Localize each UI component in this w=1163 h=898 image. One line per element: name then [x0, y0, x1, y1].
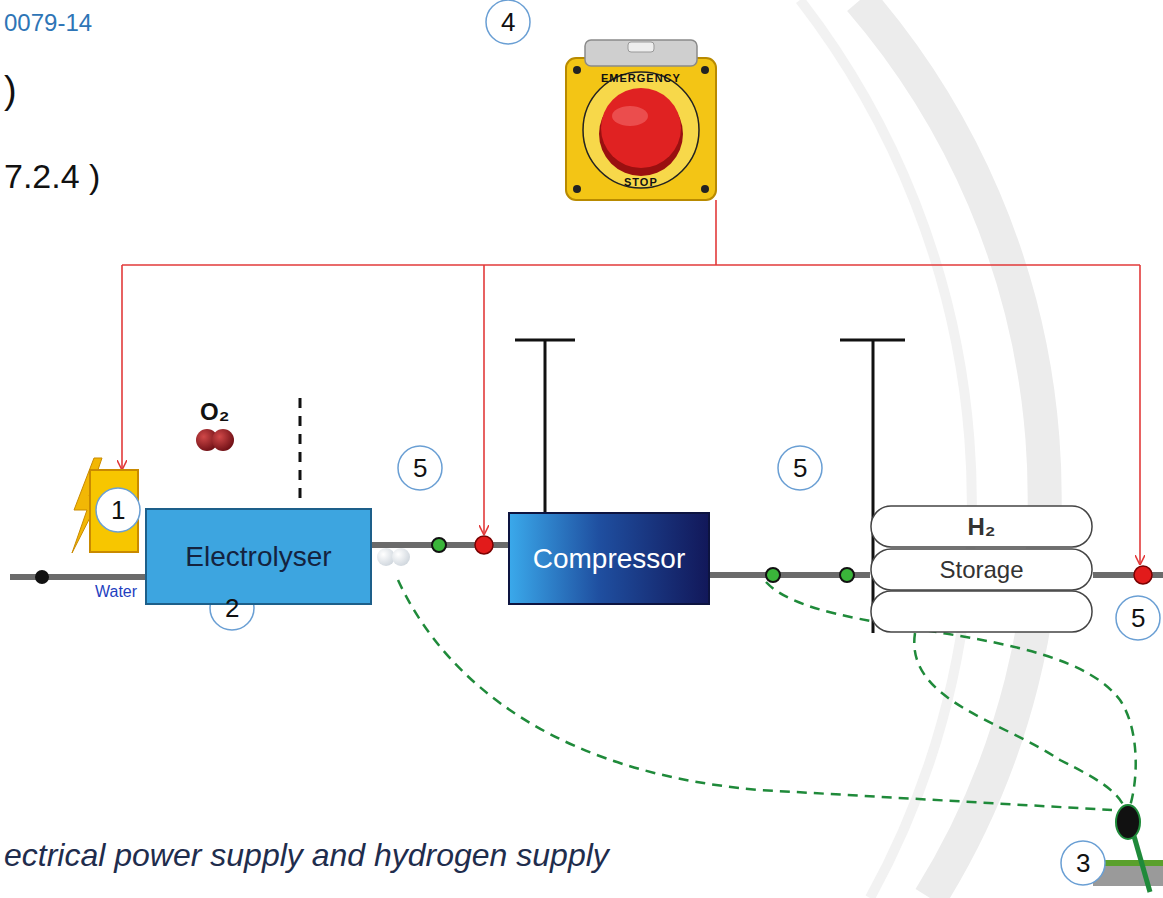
clause-reference: 7.2.4 ): [4, 158, 100, 195]
detector-post: [1134, 836, 1150, 892]
shutoff-valve: [475, 536, 493, 554]
gas-detector: [1116, 805, 1140, 839]
compressor-box: Compressor: [508, 512, 710, 605]
oxygen-label: O₂: [200, 399, 229, 425]
watermark-arc: [800, 0, 972, 898]
oxygen-vent: [299, 398, 302, 506]
box-label: Electrolyser: [185, 541, 331, 573]
open-valve: [840, 568, 854, 582]
callout-number: 2: [225, 594, 239, 623]
water-valve: [35, 570, 49, 584]
button-text: EMERGENCY: [601, 72, 681, 84]
storage-cylinder: [871, 591, 1092, 632]
document-reference: 0079-14: [4, 10, 92, 36]
open-valve: [766, 568, 780, 582]
detector-wiring: [398, 580, 1136, 810]
storage-cylinder: [871, 506, 1092, 547]
note-text: ectrical power supply and hydrogen suppl…: [4, 838, 609, 873]
shutoff-valve: [1134, 566, 1152, 584]
oxygen-molecule: [212, 429, 234, 451]
electrolyser-box: Electrolyser: [145, 508, 372, 605]
storage-label: Storage: [870, 549, 1093, 591]
water-label: Water: [95, 583, 137, 601]
callout-circle: [96, 0, 1160, 885]
button-text: STOP: [624, 176, 658, 188]
callout-number: 5: [793, 454, 807, 483]
storage-cylinder: [871, 549, 1092, 590]
callout-number: 1: [111, 496, 125, 525]
box-label: Compressor: [533, 543, 685, 575]
open-valve: [432, 538, 446, 552]
clause-reference: ): [4, 70, 17, 112]
callout-number: 5: [413, 454, 427, 483]
water-pipe: [10, 574, 146, 580]
callout-number: 5: [1131, 604, 1145, 633]
callout-number: 3: [1076, 849, 1090, 878]
emergency-stop-button: [566, 40, 716, 200]
callout-number: 4: [501, 8, 515, 37]
storage-label: H₂: [870, 506, 1093, 548]
hydrogen-molecule: [392, 548, 410, 566]
hydrogen-storage: H₂Storage: [870, 505, 1093, 633]
